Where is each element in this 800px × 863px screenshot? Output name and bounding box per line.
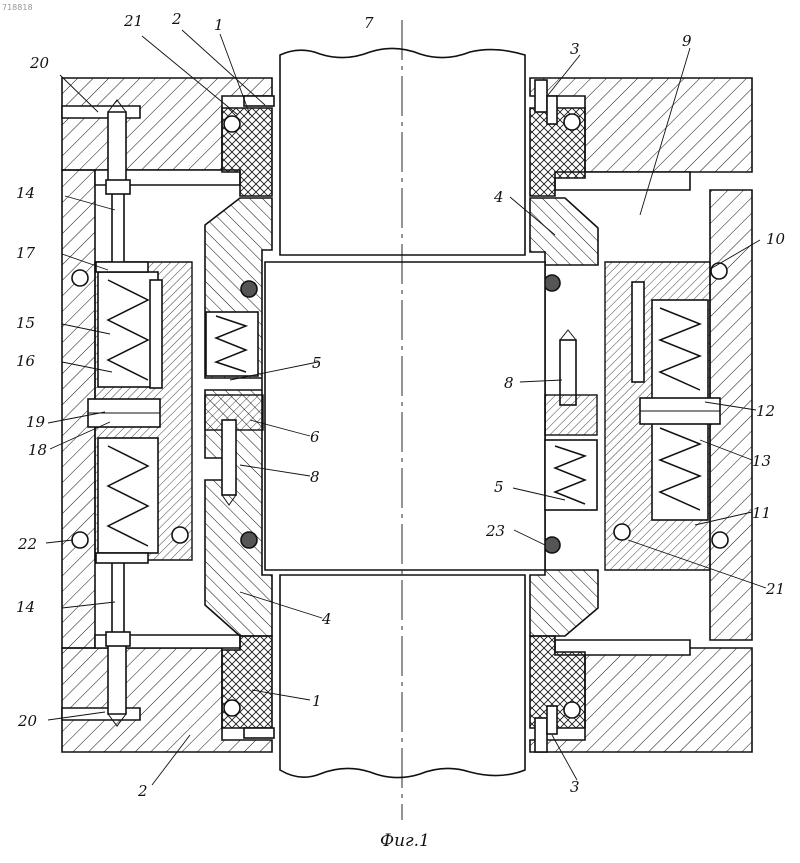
label-4-right: 4 — [493, 188, 504, 206]
pin-right-8 — [560, 330, 576, 405]
spring-left-5 — [206, 312, 258, 376]
label-6: 6 — [310, 428, 320, 446]
seal-top-right — [530, 80, 585, 196]
corner-stamp: 718818 — [2, 3, 33, 12]
label-15: 15 — [16, 314, 35, 332]
figure-caption: Фиг.1 — [380, 831, 430, 851]
label-14-bottom: 14 — [16, 598, 35, 616]
label-13: 13 — [752, 452, 771, 470]
seal-bottom-right — [530, 636, 585, 752]
label-22: 22 — [17, 535, 37, 553]
label-3-top: 3 — [570, 40, 580, 58]
label-20-bottom: 20 — [17, 712, 38, 730]
label-2-top: 2 — [171, 10, 182, 28]
label-1-top: 1 — [214, 16, 224, 34]
label-8-right: 8 — [504, 374, 514, 392]
label-5-left: 5 — [312, 354, 322, 372]
label-21-top: 21 — [123, 12, 143, 30]
label-3-bottom: 3 — [570, 778, 580, 796]
label-8-left: 8 — [310, 468, 320, 486]
block-right — [545, 395, 597, 435]
label-17: 17 — [16, 244, 36, 262]
label-1-bottom: 1 — [312, 692, 322, 710]
label-4-left: 4 — [321, 610, 332, 628]
spring-right-5 — [545, 440, 597, 510]
label-19: 19 — [26, 413, 46, 431]
label-14-top: 14 — [16, 184, 35, 202]
right-cylinder — [605, 262, 728, 570]
shaft — [265, 20, 545, 820]
label-21-right: 21 — [765, 580, 785, 598]
label-7: 7 — [364, 14, 374, 32]
label-16: 16 — [16, 352, 36, 370]
label-10: 10 — [766, 230, 786, 248]
label-9: 9 — [682, 32, 692, 50]
label-5-right: 5 — [494, 478, 504, 496]
label-20-top: 20 — [29, 54, 50, 72]
label-2-bottom: 2 — [137, 782, 148, 800]
label-18: 18 — [28, 441, 47, 459]
seal-bottom-left — [222, 636, 274, 738]
pin-left-8 — [222, 420, 236, 505]
label-23: 23 — [485, 522, 505, 540]
label-12: 12 — [756, 402, 775, 420]
label-11: 11 — [752, 504, 771, 522]
